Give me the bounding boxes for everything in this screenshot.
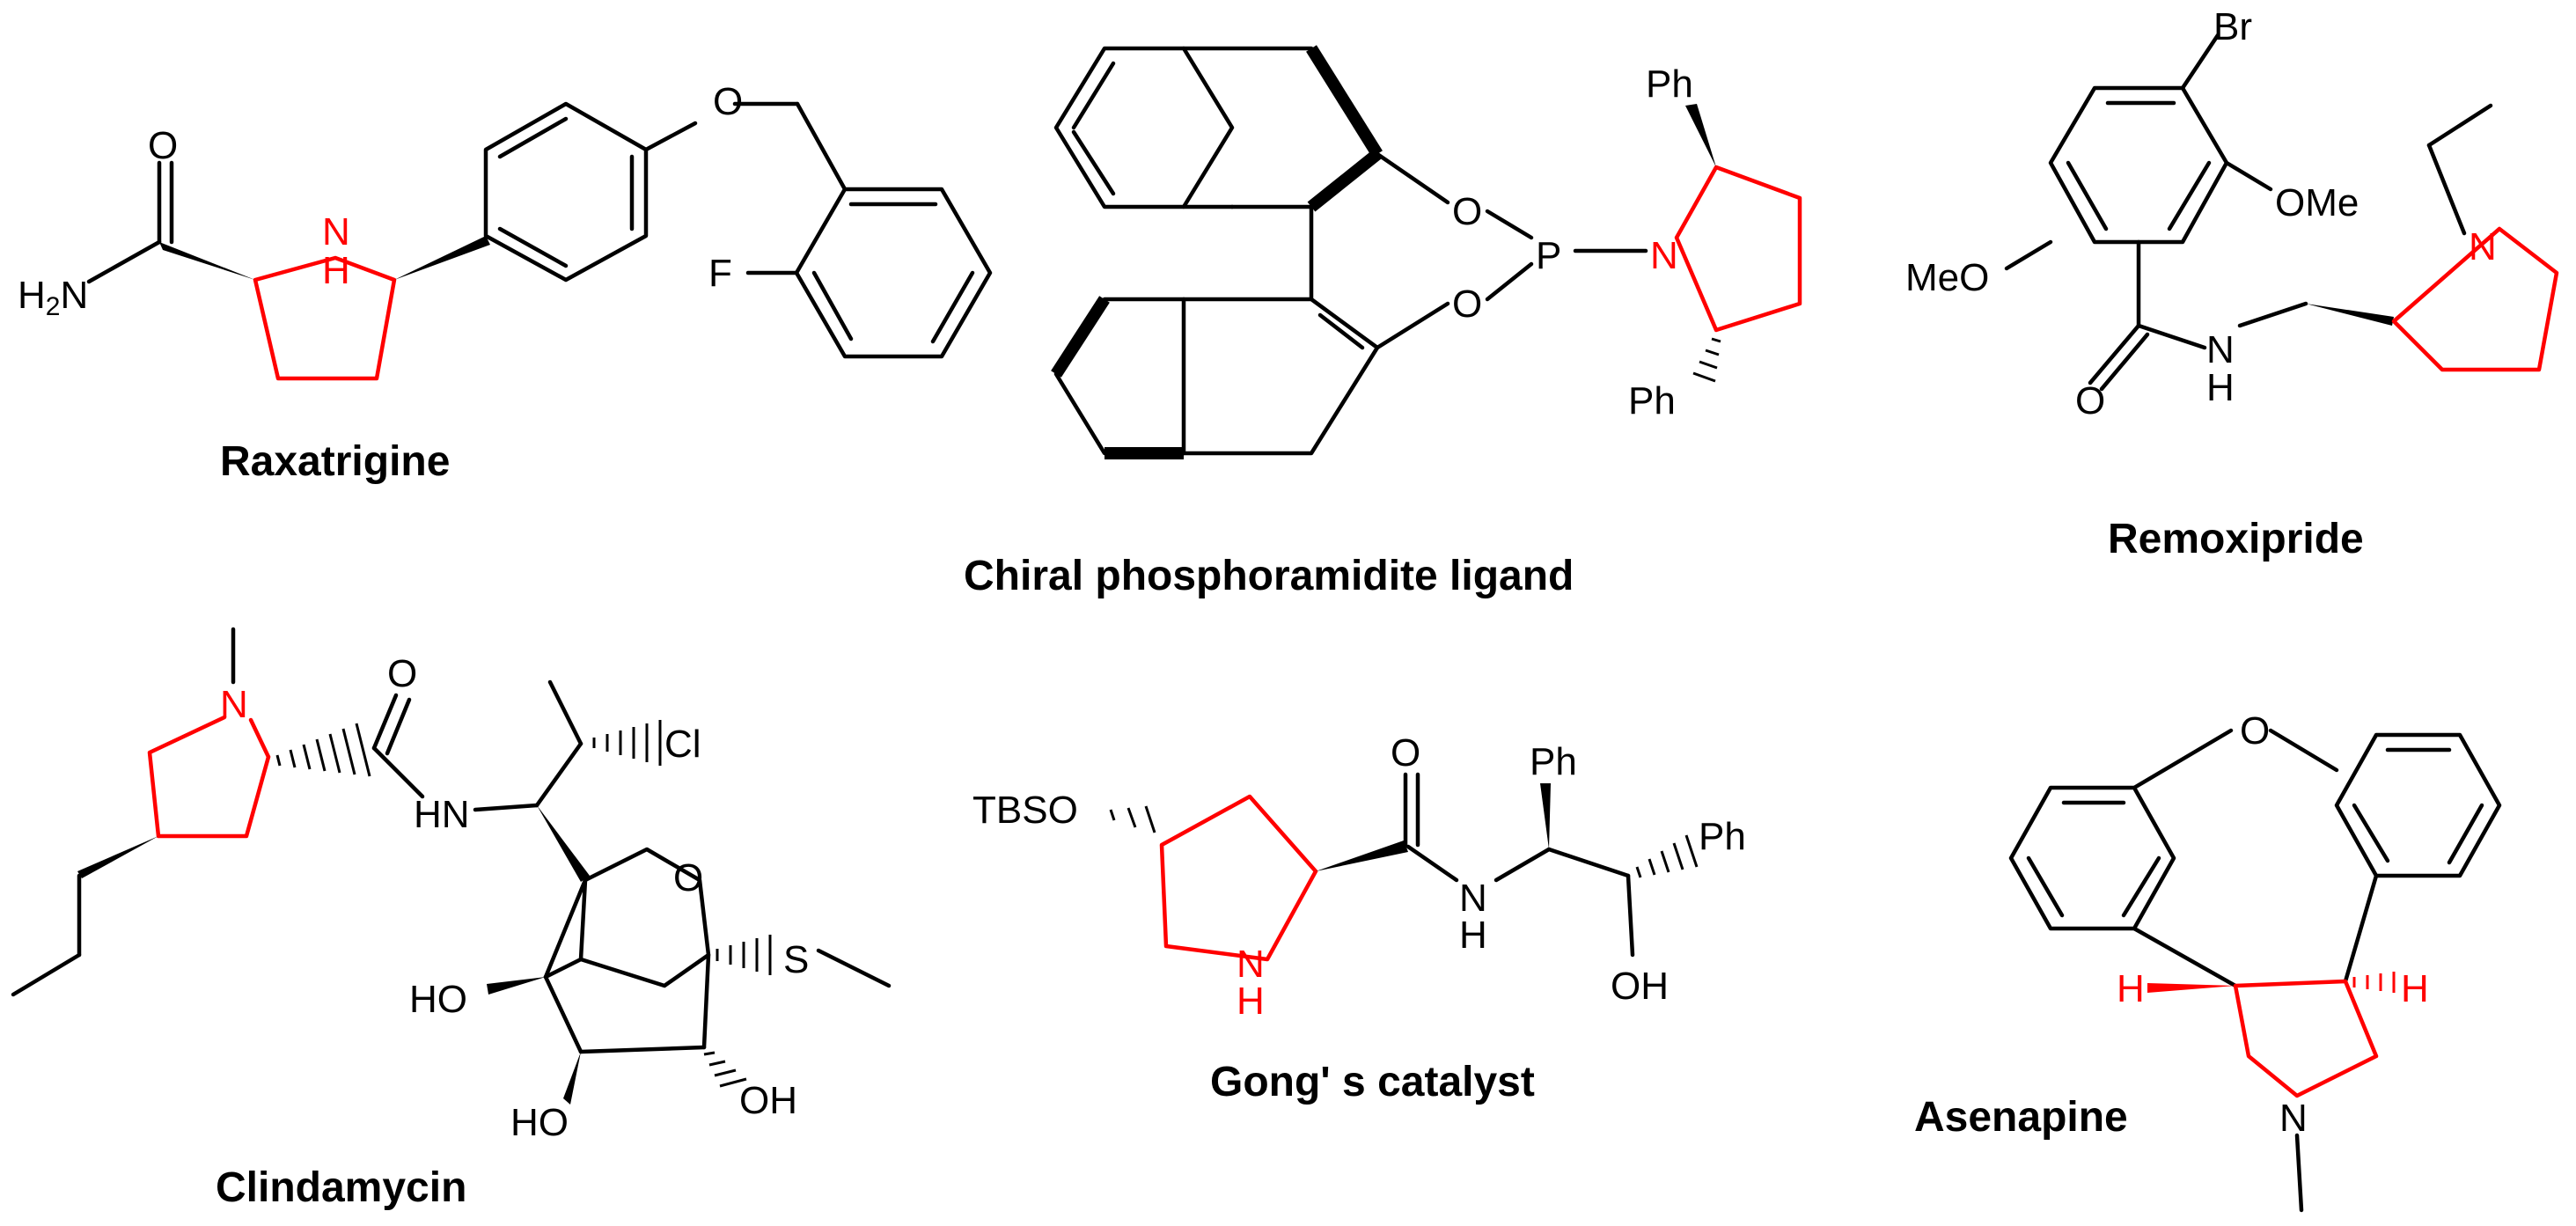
sulfur-label: S xyxy=(783,938,809,981)
oxygen-label: O xyxy=(2075,379,2105,422)
nitrogen-label: N xyxy=(322,210,350,253)
hash-bond xyxy=(2352,972,2396,993)
hydrogen-label: H xyxy=(2117,967,2145,1010)
wedge-bond xyxy=(537,805,590,882)
wedge-bond xyxy=(487,977,546,995)
oxygen-label: O xyxy=(148,124,178,167)
hydrogen-label: H xyxy=(2206,366,2235,409)
phenyl-label: Ph xyxy=(1699,815,1746,858)
hash-bond xyxy=(275,723,371,777)
oxygen-label: O xyxy=(1452,283,1482,326)
hydroxyl-label: OH xyxy=(739,1079,797,1122)
caption-clindamycin: Clindamycin xyxy=(216,1164,466,1211)
caption-asenapine: Asenapine xyxy=(1914,1094,2128,1141)
hydrogen-label: H xyxy=(1459,914,1487,957)
oxygen-label: O xyxy=(2240,709,2270,752)
oxygen-label: O xyxy=(713,80,743,123)
chlorine-label: Cl xyxy=(664,723,701,766)
hydroxyl-label: HO xyxy=(510,1101,569,1144)
hydrogen-label: H xyxy=(1237,980,1265,1023)
nitrogen-label: N xyxy=(1237,943,1265,986)
methoxy-label: MeO xyxy=(1905,256,1989,299)
wedge-bond xyxy=(394,236,490,280)
hydrogen-label: H xyxy=(2401,967,2429,1010)
nitrogen-label: N xyxy=(1459,877,1487,920)
caption-remoxipride: Remoxipride xyxy=(2108,516,2364,562)
caption-gong-catalyst: Gong' s catalyst xyxy=(1210,1059,1535,1105)
remoxipride-structure: Br OMe MeO O N H N Remoxipride xyxy=(1905,5,2559,562)
caption-raxatrigine: Raxatrigine xyxy=(220,438,450,485)
phosphorus-label: P xyxy=(1536,234,1561,277)
wedge-bond xyxy=(1540,783,1551,849)
hydroxyl-label: OH xyxy=(1611,965,1669,1008)
hash-bond xyxy=(716,935,772,975)
wedge-bond xyxy=(159,242,255,280)
oxygen-label: O xyxy=(673,856,703,899)
hash-bond xyxy=(1692,337,1721,383)
phenyl-label: Ph xyxy=(1628,379,1676,422)
methoxy-label: OMe xyxy=(2275,181,2359,224)
nitrogen-label: N xyxy=(2279,1097,2308,1140)
nitrogen-label: N xyxy=(1650,234,1678,277)
wedge-bond xyxy=(1685,104,1716,167)
wedge-bond xyxy=(2306,304,2394,326)
hydroxyl-label: HO xyxy=(409,978,467,1021)
fluorine-label: F xyxy=(708,252,732,295)
nitrogen-label: N xyxy=(220,683,248,726)
clindamycin-structure: N O Cl HN O S HO HO OH Clindamycin xyxy=(11,627,892,1211)
nitrogen-label: N xyxy=(2206,328,2235,371)
phosphoramidite-structure: O O P N Ph Ph Chiral phosphoramidite lig… xyxy=(964,45,1802,599)
hydrogen-label: H xyxy=(322,249,350,292)
amine-label: H2N xyxy=(18,274,88,321)
wedge-bond xyxy=(2147,983,2235,993)
hash-bond xyxy=(1109,805,1156,833)
gong-catalyst-structure: TBSO O N H N H Ph Ph OH Gong' s catalyst xyxy=(972,731,1746,1105)
raxatrigine-structure: O O H2N N H F Raxatrigine xyxy=(18,80,993,485)
asenapine-structure: O H H N Asenapine xyxy=(1914,709,2502,1213)
wedge-bond xyxy=(1316,841,1408,871)
hash-bond xyxy=(592,720,662,766)
hash-bond xyxy=(1635,834,1699,878)
hash-bond xyxy=(703,1051,747,1088)
caption-phosphoramidite: Chiral phosphoramidite ligand xyxy=(964,553,1574,599)
wedge-bond xyxy=(563,1052,581,1105)
amide-nh-label: HN xyxy=(414,793,470,836)
phenyl-label: Ph xyxy=(1646,62,1693,106)
oxygen-label: O xyxy=(1452,190,1482,233)
oxygen-label: O xyxy=(387,652,417,695)
tbso-label: TBSO xyxy=(972,789,1078,832)
bromine-label: Br xyxy=(2213,5,2252,48)
oxygen-label: O xyxy=(1391,731,1420,775)
wedge-bond xyxy=(77,836,158,878)
nitrogen-label: N xyxy=(2469,225,2497,268)
phenyl-label: Ph xyxy=(1530,740,1577,783)
